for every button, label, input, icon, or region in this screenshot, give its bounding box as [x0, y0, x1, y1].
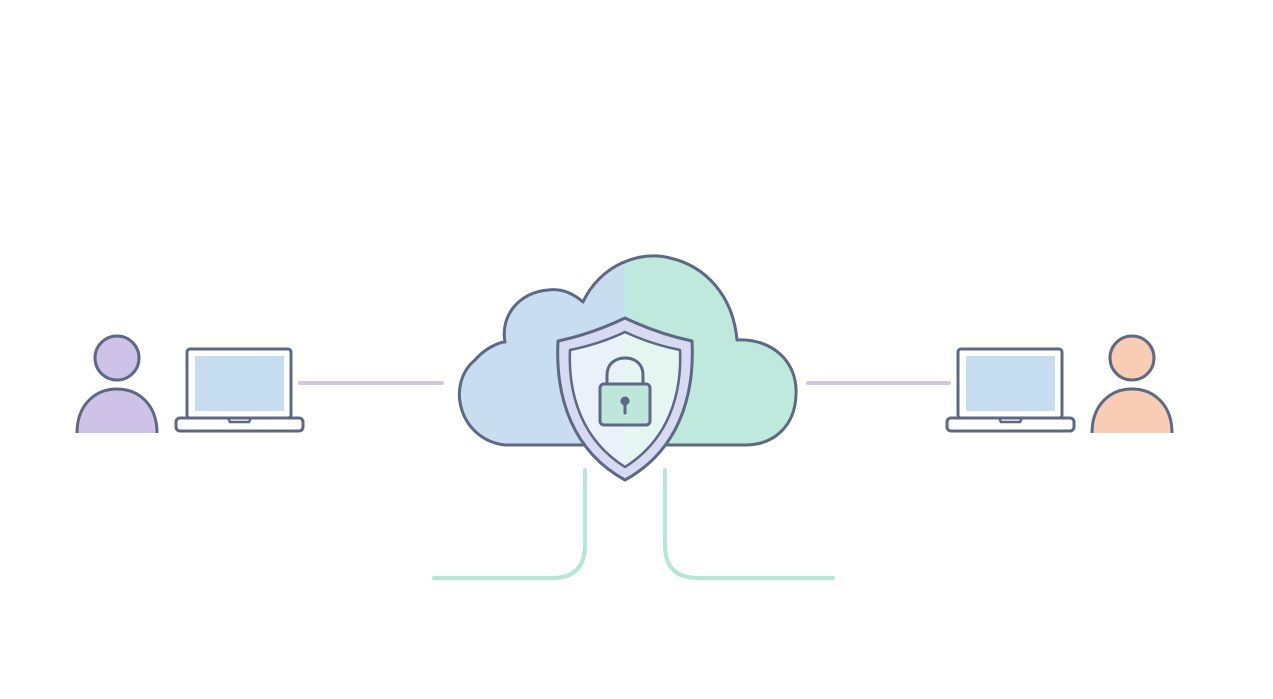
laptop-right-icon [945, 347, 1076, 433]
lock-icon [598, 356, 652, 427]
user-left-icon [75, 334, 159, 434]
bottom-left-connection-line [432, 468, 587, 580]
bottom-right-connection-line [663, 468, 835, 580]
laptop-left-icon [174, 347, 305, 433]
user-right-icon [1090, 334, 1174, 434]
